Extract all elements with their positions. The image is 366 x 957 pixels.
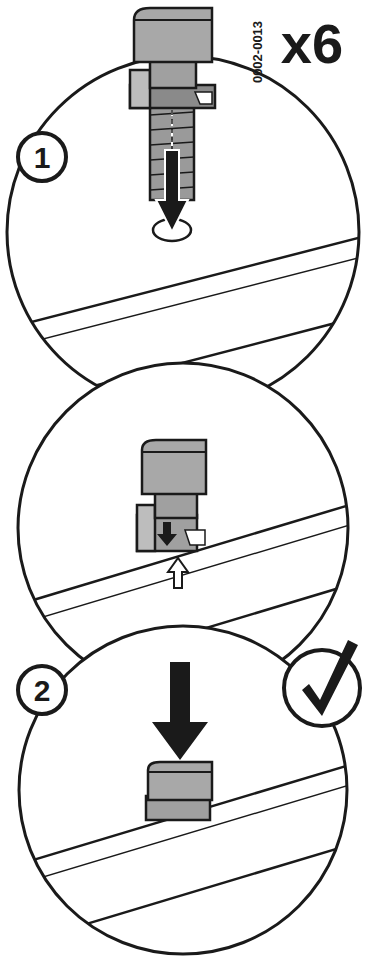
quantity: x6 [281,16,343,72]
latch [195,92,212,104]
cap [134,8,212,62]
neck [150,60,196,88]
cap-edge [142,451,206,453]
part-number: 0002-0013 [251,21,264,83]
insert-arrow [156,150,188,232]
cap [148,762,212,800]
plank-edge [0,840,366,950]
press-arrow [157,522,177,546]
neck [155,492,197,518]
latch [185,530,205,545]
plank-lines [0,760,366,950]
hollow-arrow [168,558,188,588]
plank-edge [0,236,366,330]
connector-part [146,762,212,820]
callout-circle [18,666,66,714]
panel-one [0,8,366,408]
cap-edge [148,771,212,773]
side-clip [137,505,155,551]
callout-number: 1 [34,143,51,173]
connector-part [137,440,206,551]
cap-edge [134,19,212,21]
callout-circle [18,133,66,181]
side-clip [130,70,150,108]
panel-circle [7,56,359,408]
plank-edge [0,760,366,870]
cap [142,440,206,494]
push-arrow [152,662,208,760]
check-mark [302,640,358,716]
plank-groove [0,256,366,350]
callout-number: 2 [34,676,51,706]
panel-three [0,626,366,954]
